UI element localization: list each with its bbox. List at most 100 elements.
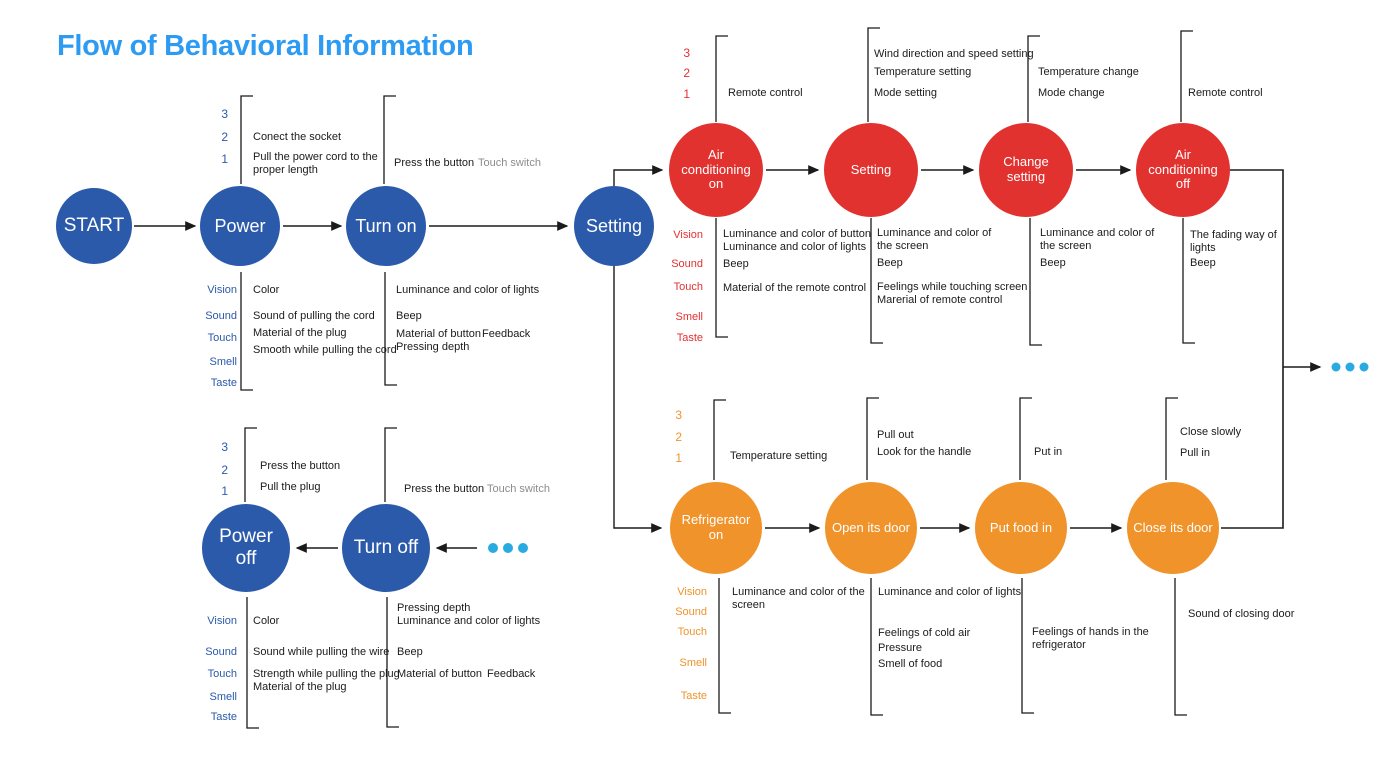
sense-text: Smooth while pulling the cord xyxy=(253,344,397,356)
sense-label: Touch xyxy=(207,332,237,344)
sense-text: Luminance and color of lights xyxy=(396,284,540,296)
priority-number: 3 xyxy=(683,46,690,60)
sense-text: Sound of closing door xyxy=(1188,608,1295,620)
sense-label: Smell xyxy=(675,311,703,323)
sense-label: Vision xyxy=(207,284,237,296)
sense-text: Beep xyxy=(877,257,903,269)
sense-text: Marerial of remote control xyxy=(877,294,1003,306)
node-fridge-on: Refrigerator on xyxy=(670,482,762,574)
bracket xyxy=(1027,35,1040,122)
sense-text: Color xyxy=(253,284,280,296)
sense-text: Pressure xyxy=(878,642,923,654)
action-text: Wind direction and speed setting xyxy=(874,48,1034,60)
node-ac-change-setting: Change setting xyxy=(979,123,1073,217)
node-turn-on: Turn on xyxy=(346,186,426,266)
sense-label: Sound xyxy=(205,646,237,658)
priority-number: 2 xyxy=(221,130,228,144)
action-note: Touch switch xyxy=(478,157,541,169)
sense-text: Luminance and color of the screen xyxy=(732,586,865,611)
sense-text: Feelings of cold air xyxy=(878,627,971,639)
bracket xyxy=(866,397,879,480)
sense-text: Material of button xyxy=(397,668,482,680)
priority-number: 2 xyxy=(683,66,690,80)
sense-text: Beep xyxy=(396,310,422,322)
sense-label: Touch xyxy=(673,281,703,293)
action-text: Temperature setting xyxy=(874,66,972,78)
bracket xyxy=(1182,218,1195,344)
bracket xyxy=(383,95,396,184)
sense-label: Vision xyxy=(673,229,703,241)
sense-text: Sound while pulling the wire xyxy=(253,646,390,658)
sense-label: Touch xyxy=(207,668,237,680)
action-text: Temperature change xyxy=(1038,66,1139,78)
sense-text: Beep xyxy=(1190,257,1216,269)
node-ac-off: Air conditioning off xyxy=(1136,123,1230,217)
sense-text: Pressing depth xyxy=(397,602,471,614)
bracket xyxy=(867,27,880,122)
action-note: Touch switch xyxy=(487,483,550,495)
sense-text: Luminance and color of lights xyxy=(878,586,1022,598)
node-fridge-close-door: Close its door xyxy=(1127,482,1219,574)
bracket xyxy=(870,578,883,716)
bracket xyxy=(715,218,728,338)
sense-text: Beep xyxy=(397,646,423,658)
action-text: Press the button xyxy=(260,460,341,472)
node-turn-off: Turn off xyxy=(342,504,430,592)
sense-label: Sound xyxy=(671,258,703,270)
sense-text: Material of the remote control xyxy=(723,282,867,294)
action-text: Pull the plug xyxy=(260,481,321,493)
sense-label: Taste xyxy=(210,711,237,723)
bracket xyxy=(870,218,883,344)
priority-number: 3 xyxy=(221,440,228,454)
action-text: Mode change xyxy=(1038,87,1105,99)
sense-text: Luminance and color of the screen xyxy=(1040,227,1155,252)
sense-text: Luminance and color of the screen xyxy=(877,227,992,252)
bracket xyxy=(715,35,728,122)
brackets xyxy=(240,27,1195,729)
sense-text: Feedback xyxy=(482,328,531,340)
node-power: Power xyxy=(200,186,280,266)
node-power-off: Power off xyxy=(202,504,290,592)
sense-label: Smell xyxy=(679,657,707,669)
action-text: Look for the handle xyxy=(877,446,972,458)
sense-label: Sound xyxy=(675,606,707,618)
sense-label: Taste xyxy=(676,332,703,344)
sense-text: Sound of pulling the cord xyxy=(253,310,375,322)
node-start: START xyxy=(56,188,132,264)
action-text: Press the button xyxy=(394,157,475,169)
sense-text: Color xyxy=(253,615,280,627)
node-ac-setting: Setting xyxy=(824,123,918,217)
priority-number: 3 xyxy=(675,408,682,422)
priority-number: 2 xyxy=(675,430,682,444)
action-text: Pull out xyxy=(877,429,914,441)
bracket xyxy=(713,399,726,480)
action-text: Close slowly xyxy=(1180,426,1242,438)
action-text: Pull the power cord to the proper length xyxy=(253,151,378,176)
action-text: Remote control xyxy=(1188,87,1263,99)
bracket xyxy=(240,272,253,391)
sense-text: Feelings while touching screen xyxy=(877,281,1028,293)
sense-text: Feelings of hands in the refrigerator xyxy=(1032,626,1149,651)
bracket xyxy=(1180,30,1193,122)
bracket xyxy=(384,272,397,386)
action-text: Remote control xyxy=(728,87,803,99)
priority-number: 1 xyxy=(221,152,228,166)
sense-text: Pressing depth xyxy=(396,341,470,353)
sense-label: Taste xyxy=(210,377,237,389)
sense-text: Beep xyxy=(1040,257,1066,269)
bracket xyxy=(244,427,257,502)
sense-text: Luminance and color of button xyxy=(723,228,871,240)
sense-label: Sound xyxy=(205,310,237,322)
action-text: Pull in xyxy=(1180,447,1210,459)
sense-label: Touch xyxy=(677,626,707,638)
sense-text: Material of button xyxy=(396,328,481,340)
bracket xyxy=(1174,578,1187,716)
node-fridge-open-door: Open its door xyxy=(825,482,917,574)
node-fridge-put-food: Put food in xyxy=(975,482,1067,574)
sense-text: Beep xyxy=(723,258,749,270)
bracket xyxy=(386,597,399,728)
bracket xyxy=(246,597,259,729)
bracket xyxy=(1021,578,1034,714)
priority-number: 1 xyxy=(683,87,690,101)
right-loop-connector xyxy=(1221,169,1284,529)
